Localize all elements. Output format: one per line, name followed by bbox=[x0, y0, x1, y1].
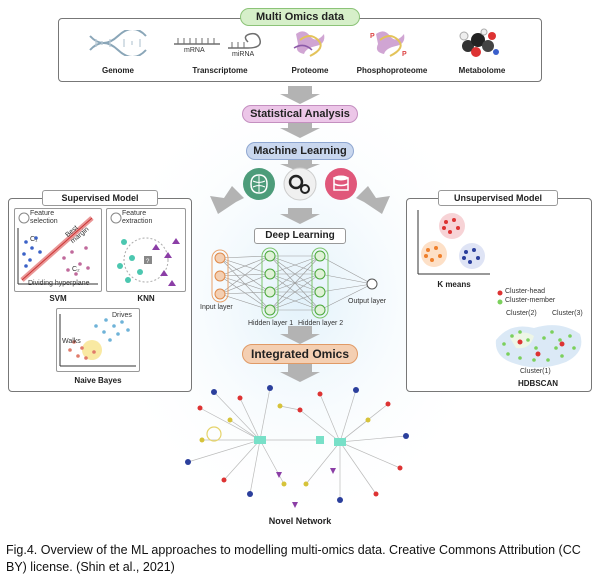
svg-text:P: P bbox=[370, 33, 375, 40]
naive-bayes-box bbox=[56, 308, 140, 372]
mrna-label: mRNA bbox=[184, 47, 205, 54]
metabolome-icon bbox=[459, 28, 499, 57]
legend-head-dot bbox=[497, 290, 503, 296]
svm-plot bbox=[17, 212, 98, 285]
unsupervised-title: Unsupervised Model bbox=[438, 190, 558, 206]
proteome-icon bbox=[293, 31, 325, 57]
svm-hyperplane-label: Dividing hyperplane bbox=[28, 280, 90, 287]
hdbscan-plot bbox=[495, 325, 582, 368]
naive-bayes-label: Naive Bayes bbox=[74, 376, 122, 385]
svg-text:P: P bbox=[402, 51, 407, 58]
background-glow bbox=[100, 70, 500, 530]
flow-arrows bbox=[210, 86, 390, 382]
deep-learning-pill: Deep Learning bbox=[254, 228, 346, 244]
svm-c2-label: C₂ bbox=[72, 266, 80, 273]
kmeans-label: K means bbox=[437, 280, 471, 289]
machine-learning-pill: Machine Learning bbox=[246, 142, 354, 160]
legend-head-label: Cluster-head bbox=[505, 288, 546, 295]
svm-c1-label: C₁ bbox=[30, 236, 38, 243]
hdbscan-label: HDBSCAN bbox=[518, 379, 558, 388]
genome-icon bbox=[89, 30, 147, 56]
genome-label: Genome bbox=[101, 66, 134, 75]
legend-member-label: Cluster-member bbox=[505, 297, 556, 304]
gears-icon bbox=[283, 167, 317, 201]
supervised-title: Supervised Model bbox=[42, 190, 158, 206]
transcriptome-label: Transcriptome bbox=[192, 66, 248, 75]
novel-network-label: Novel Network bbox=[268, 516, 332, 526]
drives-label: Drives bbox=[112, 312, 132, 319]
transcriptome-icon bbox=[174, 32, 261, 49]
database-icon bbox=[325, 168, 357, 200]
phosphoproteome-icon: P P bbox=[370, 31, 407, 58]
proteome-label: Proteome bbox=[291, 66, 329, 75]
svg-text:?: ? bbox=[146, 259, 150, 265]
knn-label: KNN bbox=[137, 294, 155, 303]
figure-caption: Fig.4. Overview of the ML approaches to … bbox=[6, 543, 581, 574]
cluster-1-label: Cluster(1) bbox=[520, 368, 551, 375]
input-layer-label: Input layer bbox=[200, 304, 233, 311]
svm-feature-label: Feature selection bbox=[30, 210, 58, 225]
neural-network bbox=[211, 247, 378, 319]
mirna-label: miRNA bbox=[232, 51, 255, 58]
walks-label: Walks bbox=[62, 338, 81, 345]
hidden-layer-1-label: Hidden layer 1 bbox=[248, 320, 294, 327]
output-layer-label: Output layer bbox=[348, 298, 387, 305]
phosphoproteome-label: Phosphoproteome bbox=[356, 66, 428, 75]
naive-bayes-plot bbox=[59, 314, 136, 367]
svm-label: SVM bbox=[49, 294, 67, 303]
cluster-3-label: Cluster(3) bbox=[552, 310, 583, 317]
metabolome-label: Metabolome bbox=[458, 66, 506, 75]
integrated-omics-pill: Integrated Omics bbox=[242, 344, 358, 364]
kmeans-plot bbox=[417, 210, 490, 275]
multi-omics-title: Multi Omics data bbox=[240, 8, 360, 26]
brain-icon bbox=[243, 168, 275, 200]
knn-feature-label: Feature extraction bbox=[122, 210, 153, 225]
hidden-layer-2-label: Hidden layer 2 bbox=[298, 320, 344, 327]
cluster-2-label: Cluster(2) bbox=[506, 310, 537, 317]
novel-network bbox=[185, 385, 409, 508]
knn-plot: ? bbox=[110, 212, 180, 286]
legend-member-dot bbox=[497, 299, 503, 305]
statistical-analysis-pill: Statistical Analysis bbox=[242, 105, 358, 123]
